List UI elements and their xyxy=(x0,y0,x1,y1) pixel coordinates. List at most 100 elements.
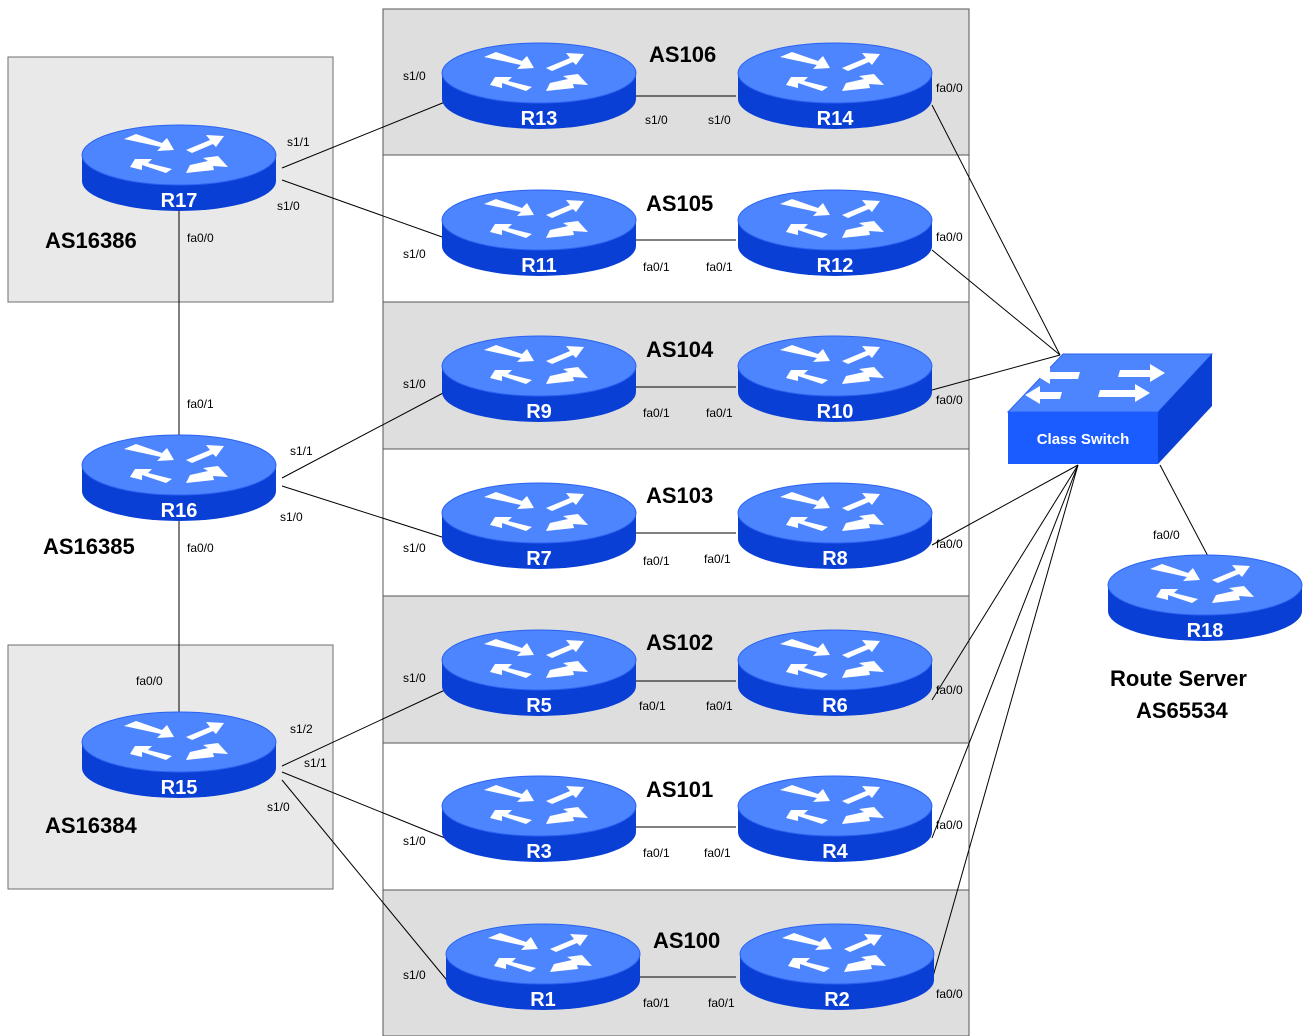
iface-r2-fa0-1: fa0/1 xyxy=(708,996,735,1010)
router-label: R11 xyxy=(521,255,557,277)
as-label-as102: AS102 xyxy=(646,630,713,655)
iface-r9-fa0-1: fa0/1 xyxy=(643,406,670,420)
link-r16-r7 xyxy=(281,485,446,539)
router-r3: R3 xyxy=(441,775,637,863)
link-r15-r5 xyxy=(281,689,446,767)
iface-r6-fa0-0: fa0/0 xyxy=(936,683,963,697)
iface-r16-fa0-1: fa0/1 xyxy=(187,397,214,411)
iface-r17-s1-1: s1/1 xyxy=(287,135,310,149)
link-r17-r11 xyxy=(281,179,446,239)
route-server-label: Route Server xyxy=(1110,666,1247,691)
router-r16: R16 xyxy=(81,434,277,522)
router-label: R18 xyxy=(1187,620,1224,642)
as-label-as101: AS101 xyxy=(646,777,713,802)
iface-r12-fa0-0: fa0/0 xyxy=(936,230,963,244)
iface-r10-fa0-1: fa0/1 xyxy=(706,406,733,420)
router-label: R1 xyxy=(530,989,556,1011)
iface-r8-fa0-0: fa0/0 xyxy=(936,537,963,551)
iface-r11-s1-0: s1/0 xyxy=(403,247,426,261)
link-r15-r3 xyxy=(281,771,446,839)
iface-r4-fa0-0: fa0/0 xyxy=(936,818,963,832)
iface-r4-fa0-1: fa0/1 xyxy=(704,846,731,860)
link-switch-r18 xyxy=(1159,464,1211,561)
router-r4: R4 xyxy=(737,775,933,863)
iface-r16-fa0-0: fa0/0 xyxy=(187,541,214,555)
iface-r17-s1-0: s1/0 xyxy=(277,199,300,213)
iface-r7-fa0-1: fa0/1 xyxy=(643,554,670,568)
router-label: R15 xyxy=(161,777,198,799)
link-r12-switch xyxy=(931,249,1061,356)
router-label: R7 xyxy=(526,548,552,570)
router-label: R4 xyxy=(822,841,848,863)
iface-r1-fa0-1: fa0/1 xyxy=(643,996,670,1010)
router-r11: R11 xyxy=(441,189,637,277)
iface-r13-s1-0-left: s1/0 xyxy=(403,69,426,83)
iface-r9-s1-0: s1/0 xyxy=(403,377,426,391)
router-label: R3 xyxy=(526,841,552,863)
router-r2: R2 xyxy=(739,923,935,1011)
iface-r8-fa0-1: fa0/1 xyxy=(704,552,731,566)
router-label: R9 xyxy=(526,401,552,423)
route-server-as-label: AS65534 xyxy=(1136,698,1229,723)
router-r15: R15 xyxy=(81,711,277,799)
iface-r5-s1-0: s1/0 xyxy=(403,671,426,685)
router-label: R17 xyxy=(161,190,198,212)
router-label: R8 xyxy=(822,548,848,570)
link-r16-r9 xyxy=(281,391,446,479)
link-r10-switch xyxy=(931,354,1061,391)
iface-r3-fa0-1: fa0/1 xyxy=(643,846,670,860)
router-label: R10 xyxy=(817,401,854,423)
links xyxy=(178,95,1211,991)
iface-r7-s1-0: s1/0 xyxy=(403,541,426,555)
router-r18: R18 xyxy=(1107,554,1303,642)
link-r15-r1 xyxy=(281,779,456,991)
iface-r16-s1-1: s1/1 xyxy=(290,444,313,458)
router-r17: R17 xyxy=(81,124,277,212)
interface-labels: s1/1 s1/0 fa0/0 fa0/1 s1/1 s1/0 fa0/0 fa… xyxy=(136,69,1180,1010)
iface-r6-fa0-1: fa0/1 xyxy=(706,699,733,713)
iface-r18-fa0-0: fa0/0 xyxy=(1153,528,1180,542)
iface-r5-fa0-1: fa0/1 xyxy=(639,699,666,713)
as-label-as106: AS106 xyxy=(649,42,716,67)
iface-r16-s1-0: s1/0 xyxy=(280,510,303,524)
iface-r3-s1-0: s1/0 xyxy=(403,834,426,848)
router-r10: R10 xyxy=(737,335,933,423)
iface-r14-s1-0: s1/0 xyxy=(708,113,731,127)
iface-r17-fa0-0: fa0/0 xyxy=(187,231,214,245)
iface-r15-s1-1: s1/1 xyxy=(304,756,327,770)
as-label-as100: AS100 xyxy=(653,928,720,953)
switch-icon xyxy=(1006,353,1214,464)
router-r7: R7 xyxy=(441,482,637,570)
iface-r13-s1-0-right: s1/0 xyxy=(645,113,668,127)
iface-r14-fa0-0: fa0/0 xyxy=(936,81,963,95)
iface-r2-fa0-0: fa0/0 xyxy=(936,987,963,1001)
router-label: R5 xyxy=(526,695,552,717)
iface-r10-fa0-0: fa0/0 xyxy=(936,393,963,407)
iface-r15-s1-2: s1/2 xyxy=(290,722,313,736)
router-label: R12 xyxy=(817,255,854,277)
as-label-as16384: AS16384 xyxy=(45,813,138,838)
as-label-as105: AS105 xyxy=(646,191,713,216)
router-label: R16 xyxy=(161,500,198,522)
router-r1: R1 xyxy=(445,923,641,1011)
link-r4-switch xyxy=(931,464,1079,839)
link-r14-switch xyxy=(931,104,1061,356)
class-switch: Class Switch xyxy=(1006,353,1214,464)
router-r5: R5 xyxy=(441,629,637,717)
router-r12: R12 xyxy=(737,189,933,277)
link-r2-switch xyxy=(931,464,1079,981)
link-r6-switch xyxy=(931,464,1079,701)
as-label-as16386: AS16386 xyxy=(45,228,137,253)
router-r6: R6 xyxy=(737,629,933,717)
iface-r15-s1-0: s1/0 xyxy=(267,800,290,814)
switch-label: Class Switch xyxy=(1037,431,1130,448)
router-label: R14 xyxy=(817,108,855,130)
iface-r1-s1-0: s1/0 xyxy=(403,968,426,982)
router-label: R13 xyxy=(521,108,558,130)
router-r8: R8 xyxy=(737,482,933,570)
router-label: R2 xyxy=(824,989,850,1011)
as-label-as103: AS103 xyxy=(646,483,713,508)
iface-r11-fa0-1: fa0/1 xyxy=(643,260,670,274)
router-r9: R9 xyxy=(441,335,637,423)
